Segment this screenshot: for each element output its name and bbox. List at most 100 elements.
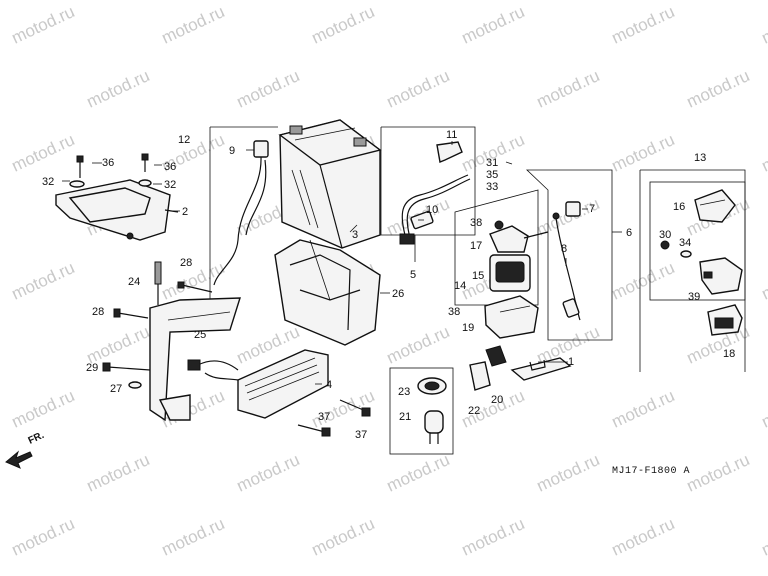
callout-10: 10 bbox=[426, 204, 438, 216]
callout-23: 23 bbox=[398, 386, 410, 398]
callout-24: 24 bbox=[128, 276, 140, 288]
watermark-text: motod.ru bbox=[609, 2, 678, 48]
watermark-text: motod.ru bbox=[84, 66, 153, 112]
watermark-text: motod.ru bbox=[309, 514, 378, 560]
leader-lines bbox=[62, 141, 622, 385]
part-2-control-unit bbox=[55, 179, 179, 241]
watermark-text: motod.ru bbox=[84, 322, 153, 368]
watermark-text: motod.ru bbox=[609, 514, 678, 560]
bolts-36-32 bbox=[69, 153, 152, 188]
watermark-text: motod.ru bbox=[9, 386, 78, 432]
callout-11: 11 bbox=[446, 129, 457, 141]
watermark-text: motod.ru bbox=[759, 2, 768, 48]
watermark-text: motod.ru bbox=[0, 66, 2, 112]
watermark-text: motod.ru bbox=[9, 514, 78, 560]
watermark-text: motod.ru bbox=[0, 194, 2, 240]
callout-36a: 36 bbox=[102, 157, 114, 169]
part-13-16-18-30-34-39 bbox=[660, 189, 743, 336]
part-6-7-8-cable bbox=[552, 201, 581, 321]
watermark-text: motod.ru bbox=[759, 514, 768, 560]
watermark-text: motod.ru bbox=[759, 258, 768, 304]
watermark-text: motod.ru bbox=[534, 450, 603, 496]
watermark-text: motod.ru bbox=[9, 2, 78, 48]
callout-37b: 37 bbox=[355, 429, 367, 441]
callout-36b: 36 bbox=[164, 161, 176, 173]
watermark-text: motod.ru bbox=[9, 130, 78, 176]
watermark-text: motod.ru bbox=[0, 450, 2, 496]
callout-18: 18 bbox=[723, 348, 735, 360]
watermark-text: motod.ru bbox=[384, 450, 453, 496]
watermark-text: motod.ru bbox=[159, 2, 228, 48]
callout-22: 22 bbox=[468, 405, 480, 417]
callout-7: 7 bbox=[589, 203, 595, 215]
watermark-text: motod.ru bbox=[759, 130, 768, 176]
watermark-text: motod.ru bbox=[609, 258, 678, 304]
part-19-relay bbox=[484, 295, 539, 339]
watermark-text: motod.ru bbox=[159, 514, 228, 560]
part-24-25-stay bbox=[102, 261, 241, 422]
watermark-text: motod.ru bbox=[384, 66, 453, 112]
watermark-text: motod.ru bbox=[684, 450, 753, 496]
watermark-text: motod.ru bbox=[684, 66, 753, 112]
callout-5: 5 bbox=[410, 269, 416, 281]
watermark-text: motod.ru bbox=[534, 66, 603, 112]
watermark-text: motod.ru bbox=[609, 130, 678, 176]
callout-20: 20 bbox=[491, 394, 503, 406]
callout-13: 13 bbox=[694, 152, 706, 164]
callouts: 1 2 3 4 5 6 7 8 9 10 11 12 13 14 15 16 1… bbox=[42, 129, 735, 441]
callout-39: 39 bbox=[688, 291, 700, 303]
callout-17: 17 bbox=[470, 240, 482, 252]
part-9-wire bbox=[213, 140, 269, 286]
callout-12: 12 bbox=[178, 134, 190, 146]
callout-31: 31 bbox=[486, 157, 498, 169]
callout-33: 33 bbox=[486, 181, 498, 193]
callout-35: 35 bbox=[486, 169, 498, 181]
watermark-text: motod.ru bbox=[234, 66, 303, 112]
watermark-text: motod.ru bbox=[0, 322, 2, 368]
part-3-battery bbox=[278, 119, 382, 249]
callout-37a: 37 bbox=[318, 411, 330, 423]
callout-34: 34 bbox=[679, 237, 691, 249]
callout-6: 6 bbox=[626, 227, 632, 239]
callout-3: 3 bbox=[352, 229, 358, 241]
front-arrow: FR. bbox=[5, 430, 46, 469]
watermark-text: motod.ru bbox=[9, 258, 78, 304]
watermark-text: motod.ru bbox=[84, 450, 153, 496]
part-4-rectifier bbox=[187, 349, 329, 419]
front-label: FR. bbox=[27, 430, 46, 447]
callout-30: 30 bbox=[659, 229, 671, 241]
bolts-37 bbox=[297, 399, 371, 437]
watermark-text: motod.ru bbox=[309, 2, 378, 48]
callout-38b: 38 bbox=[448, 306, 460, 318]
watermark-text: motod.ru bbox=[159, 258, 228, 304]
callout-32b: 32 bbox=[164, 179, 176, 191]
callout-15: 15 bbox=[472, 270, 484, 282]
callout-38a: 38 bbox=[470, 217, 482, 229]
callout-1: 1 bbox=[568, 356, 574, 368]
callout-25: 25 bbox=[194, 329, 206, 341]
callout-27: 27 bbox=[110, 383, 122, 395]
callout-26: 26 bbox=[392, 288, 404, 300]
callout-28b: 28 bbox=[92, 306, 104, 318]
callout-32a: 32 bbox=[42, 176, 54, 188]
callout-2: 2 bbox=[182, 206, 188, 218]
watermark-text: motod.ru bbox=[459, 2, 528, 48]
watermark-text: motod.ru bbox=[234, 450, 303, 496]
callout-4: 4 bbox=[326, 379, 332, 391]
drawing-code: MJ17-F1800 A bbox=[612, 466, 690, 477]
watermark-text: motod.ru bbox=[384, 322, 453, 368]
callout-8: 8 bbox=[561, 243, 567, 255]
watermark-text: motod.ru bbox=[759, 386, 768, 432]
part-1-20-21-22-23 bbox=[417, 345, 572, 444]
callout-9: 9 bbox=[229, 145, 235, 157]
callout-21: 21 bbox=[399, 411, 411, 423]
callout-14: 14 bbox=[454, 280, 466, 292]
callout-19: 19 bbox=[462, 322, 474, 334]
callout-28a: 28 bbox=[180, 257, 192, 269]
watermark-text: motod.ru bbox=[459, 514, 528, 560]
part-26-battery-tray bbox=[274, 239, 381, 346]
callout-16: 16 bbox=[673, 201, 685, 213]
part-14-15-17-38-relay bbox=[487, 220, 549, 319]
